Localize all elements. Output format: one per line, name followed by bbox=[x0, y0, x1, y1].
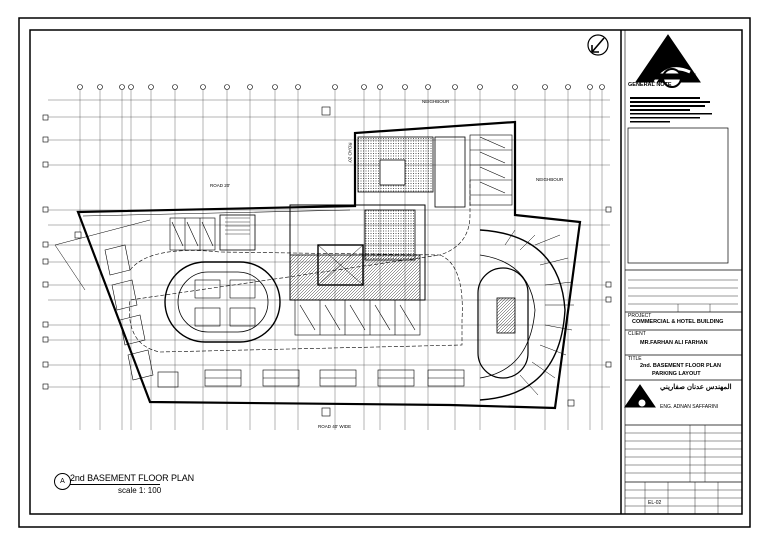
consultant-name: ENG. ADNAN SAFFARINI bbox=[660, 404, 719, 410]
consultant-arabic: المهندس عدنان صفاريني bbox=[660, 384, 732, 391]
grid-axes-h bbox=[48, 99, 610, 388]
plan-scale: scale 1: 100 bbox=[118, 486, 162, 495]
notes-text bbox=[630, 97, 712, 123]
inner-border bbox=[29, 29, 743, 515]
company-logo bbox=[635, 34, 701, 88]
driving-aisle bbox=[129, 180, 471, 353]
road-bottom-label: ROAD 40' WIDE bbox=[318, 424, 352, 429]
grid-bubbles bbox=[42, 84, 612, 390]
spiral-ramp bbox=[477, 229, 574, 401]
drawing-sub: PARKING LAYOUT bbox=[652, 371, 701, 377]
parking-top-right bbox=[469, 134, 513, 206]
road-right-label: ROAD 20' bbox=[347, 142, 353, 163]
neighbour-top-label: NEIGHBOUR bbox=[422, 99, 450, 104]
title-block bbox=[625, 127, 742, 514]
parking-bottom-row bbox=[204, 369, 465, 387]
sheet-number: EL-02 bbox=[648, 500, 662, 506]
north-arrow-icon bbox=[587, 34, 609, 56]
plan-callout: A bbox=[54, 473, 71, 490]
title-label: TITLE bbox=[628, 356, 642, 362]
title-underline bbox=[70, 484, 160, 485]
client-name: MR.FARHAN ALI FARHAN bbox=[640, 340, 708, 346]
neighbour-right-label: NEIGHBOUR bbox=[536, 177, 564, 182]
section-markers bbox=[74, 106, 575, 417]
parking-top-left bbox=[169, 217, 216, 251]
consultant-logo bbox=[624, 384, 656, 408]
road-left-label: ROAD 20' bbox=[210, 183, 231, 188]
client-label: CLIENT bbox=[628, 331, 646, 337]
outer-border bbox=[18, 17, 751, 528]
general-notes-heading: GENERAL NOTE bbox=[628, 82, 672, 88]
parking-central-row bbox=[294, 299, 421, 336]
plan-title: 2nd BASEMENT FLOOR PLAN bbox=[70, 473, 195, 483]
project-name: COMMERCIAL & HOTEL BUILDING bbox=[632, 319, 724, 325]
building-outline bbox=[76, 120, 582, 410]
project-label: PROJECT bbox=[628, 313, 652, 319]
drawing-name: 2nd. BASEMENT FLOOR PLAN bbox=[640, 363, 721, 369]
ramp-island bbox=[164, 261, 281, 343]
parking-left-edge bbox=[104, 244, 154, 381]
